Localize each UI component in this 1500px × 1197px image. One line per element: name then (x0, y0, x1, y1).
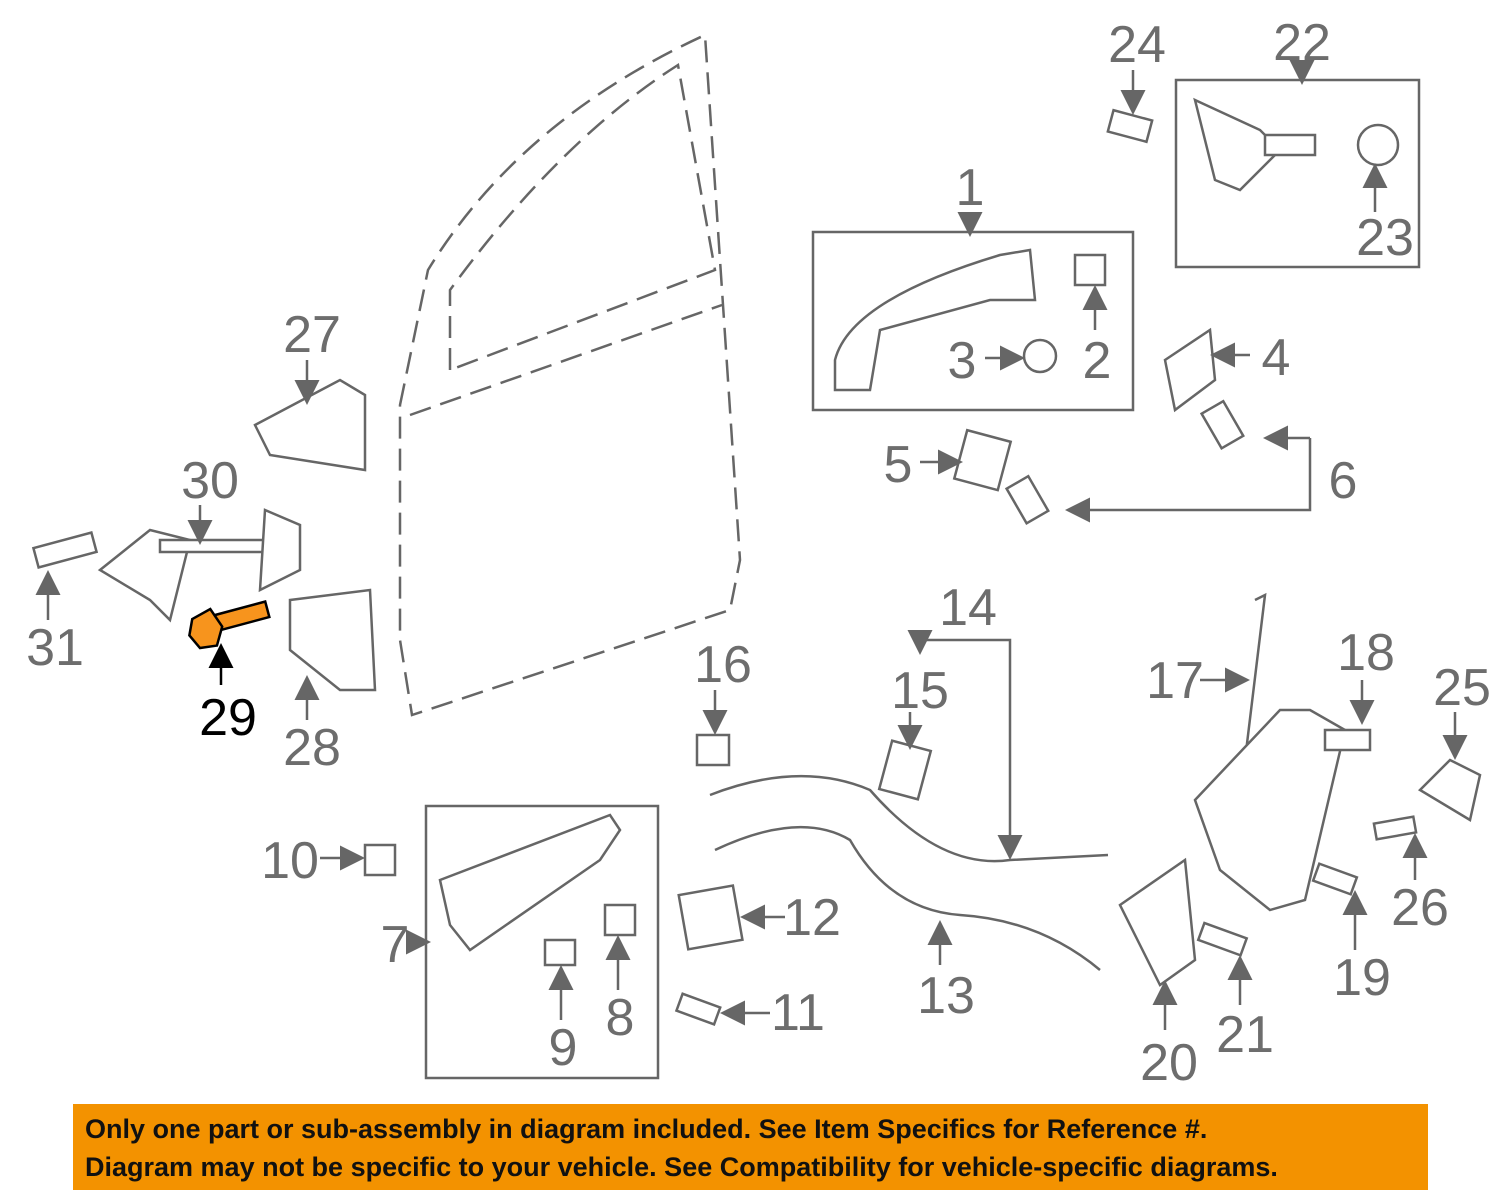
callout-4: 4 (1262, 329, 1291, 387)
callout-24: 24 (1108, 16, 1166, 74)
callout-3: 3 (948, 332, 977, 390)
callout-8: 8 (606, 989, 635, 1047)
callout-7: 7 (381, 916, 410, 974)
callout-12: 12 (783, 889, 841, 947)
callout-19: 19 (1333, 949, 1391, 1007)
disclaimer-banner: Only one part or sub-assembly in diagram… (73, 1104, 1428, 1190)
callout-14: 14 (939, 579, 997, 637)
callout-9: 9 (549, 1019, 578, 1077)
callout-labels: 1 2 3 4 5 6 7 8 9 10 11 12 13 14 15 16 1… (26, 14, 1491, 1092)
leader-lines (35, 60, 1468, 1030)
callout-11: 11 (771, 984, 825, 1042)
callout-22: 22 (1273, 14, 1331, 72)
callout-27: 27 (283, 306, 341, 364)
disclaimer-line-1: Only one part or sub-assembly in diagram… (85, 1114, 1208, 1144)
callout-25: 25 (1433, 659, 1491, 717)
disclaimer-line-2: Diagram may not be specific to your vehi… (85, 1152, 1278, 1182)
callout-6: 6 (1329, 452, 1358, 510)
callout-17: 17 (1146, 652, 1204, 710)
callout-5: 5 (884, 436, 913, 494)
callout-13: 13 (917, 967, 975, 1025)
callout-29-highlighted: 29 (199, 689, 257, 747)
callout-26: 26 (1391, 879, 1449, 937)
callout-23: 23 (1356, 209, 1414, 267)
callout-20: 20 (1140, 1034, 1198, 1092)
callout-16: 16 (694, 636, 752, 694)
door-outline (398, 33, 742, 717)
callout-15: 15 (891, 662, 949, 720)
callout-10: 10 (261, 832, 319, 890)
callout-31: 31 (26, 619, 84, 677)
callout-2: 2 (1083, 332, 1112, 390)
part-shapes (31, 97, 1482, 1026)
callout-28: 28 (283, 719, 341, 777)
callout-18: 18 (1337, 624, 1395, 682)
callout-21: 21 (1216, 1006, 1274, 1064)
callout-30: 30 (181, 452, 239, 510)
callout-1: 1 (956, 159, 985, 217)
